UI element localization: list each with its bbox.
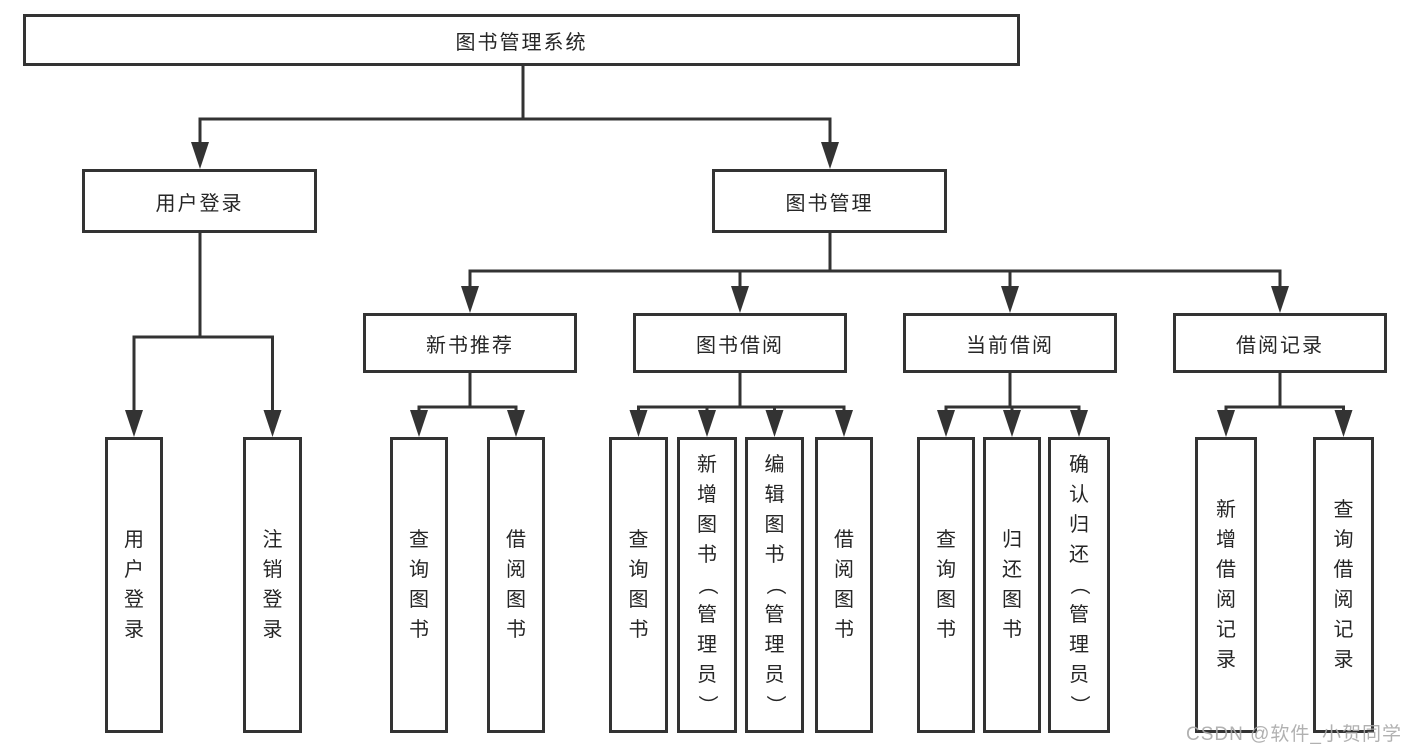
leaf-borrow-edit-books-admin: 编辑图书（管理员） [745, 437, 804, 733]
leaf-records-add-record: 新增借阅记录 [1195, 437, 1257, 733]
leaf-user-login: 用户登录 [105, 437, 163, 733]
leaf-borrow-add-books-admin: 新增图书（管理员） [677, 437, 737, 733]
connector-current-borrow-fork [937, 371, 1088, 437]
leaf-borrow-borrow-books: 借阅图书 [815, 437, 873, 733]
node-new-book-recommendation: 新书推荐 [363, 313, 577, 373]
leaf-logout: 注销登录 [243, 437, 302, 733]
node-root-library-system: 图书管理系统 [23, 14, 1020, 66]
leaf-newbook-borrow-books: 借阅图书 [487, 437, 545, 733]
leaf-borrow-query-books: 查询图书 [609, 437, 668, 733]
connector-book-mgmt-fork [461, 231, 1289, 313]
leaf-current-confirm-return-admin: 确认归还（管理员） [1048, 437, 1110, 733]
connector-root-fork [191, 64, 839, 169]
connector-book-borrow-fork [629, 371, 853, 437]
node-book-borrowing: 图书借阅 [633, 313, 847, 373]
connector-borrow-records-fork [1217, 371, 1353, 437]
watermark: CSDN @软件_小贺同学 [1186, 724, 1402, 745]
leaf-records-query-record: 查询借阅记录 [1313, 437, 1374, 733]
leaf-current-query-books: 查询图书 [917, 437, 975, 733]
node-book-management: 图书管理 [712, 169, 947, 233]
leaf-newbook-query-books: 查询图书 [390, 437, 448, 733]
node-current-borrowing: 当前借阅 [903, 313, 1117, 373]
connector-user-login-fork [125, 231, 282, 437]
node-user-login: 用户登录 [82, 169, 317, 233]
connector-new-book-fork [410, 371, 525, 437]
node-borrowing-records: 借阅记录 [1173, 313, 1387, 373]
leaf-current-return-books: 归还图书 [983, 437, 1041, 733]
